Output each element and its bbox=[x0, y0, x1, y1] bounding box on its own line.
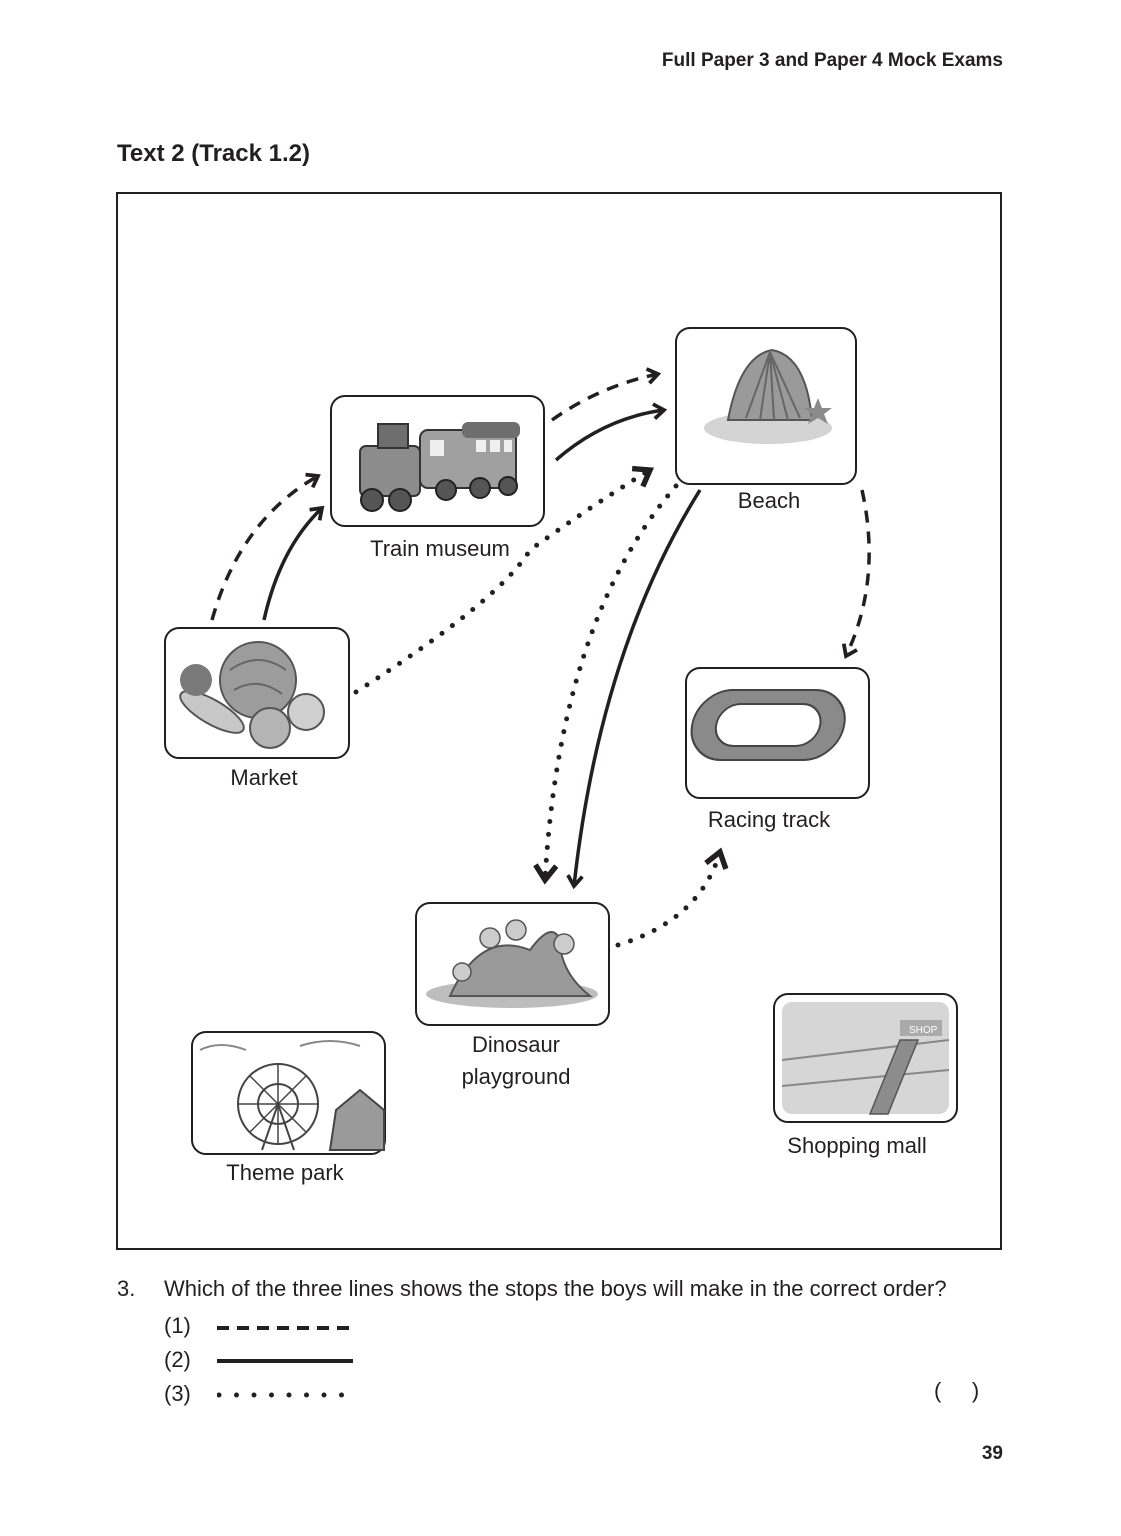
shop-sign: SHOP bbox=[909, 1025, 938, 1036]
shopping-mall-label: Shopping mall bbox=[787, 1133, 926, 1158]
vegetables-icon bbox=[179, 641, 325, 749]
running-header: Full Paper 3 and Paper 4 Mock Exams bbox=[661, 50, 1003, 71]
dinosaur-playground-label-line1: Dinosaur bbox=[472, 1032, 560, 1057]
solid-route bbox=[262, 410, 702, 886]
ferris-wheel-icon bbox=[199, 1040, 385, 1151]
race-track-icon bbox=[690, 689, 846, 761]
option-2-solid-line bbox=[217, 1359, 353, 1363]
mall-interior-icon: SHOP bbox=[781, 1002, 950, 1115]
option-1-dashed-line bbox=[217, 1326, 353, 1330]
beach-label: Beach bbox=[738, 488, 800, 513]
dinosaur-playground bbox=[415, 902, 610, 1026]
map-frame bbox=[116, 192, 1002, 1250]
train-icon bbox=[359, 422, 520, 512]
question-text: Which of the three lines shows the stops… bbox=[164, 1276, 947, 1301]
option-3-label[interactable]: (3) bbox=[164, 1381, 191, 1406]
section-title: Text 2 (Track 1.2) bbox=[117, 140, 310, 167]
option-3-dotted-line bbox=[217, 1392, 362, 1398]
option-1-label[interactable]: (1) bbox=[164, 1313, 191, 1338]
beach bbox=[675, 327, 857, 485]
racing-track bbox=[685, 667, 870, 799]
option-2-label[interactable]: (2) bbox=[164, 1347, 191, 1372]
racing-track-label: Racing track bbox=[708, 807, 831, 832]
dotted-route bbox=[353, 470, 720, 948]
dinosaur-slide-icon bbox=[426, 919, 598, 1008]
dashed-route bbox=[210, 374, 871, 656]
answer-bracket[interactable]: ( ) bbox=[934, 1378, 980, 1403]
theme-park bbox=[191, 1031, 386, 1155]
dinosaur-playground-label-line2: playground bbox=[462, 1064, 571, 1089]
shopping-mall: SHOP bbox=[773, 993, 958, 1123]
theme-park-label: Theme park bbox=[226, 1160, 344, 1185]
train-museum bbox=[330, 395, 545, 527]
market bbox=[164, 627, 350, 759]
page-number: 39 bbox=[981, 1443, 1003, 1464]
train-museum-label: Train museum bbox=[370, 536, 510, 561]
question-number: 3. bbox=[117, 1276, 136, 1301]
market-label: Market bbox=[230, 765, 297, 790]
seashell-icon bbox=[704, 348, 832, 444]
